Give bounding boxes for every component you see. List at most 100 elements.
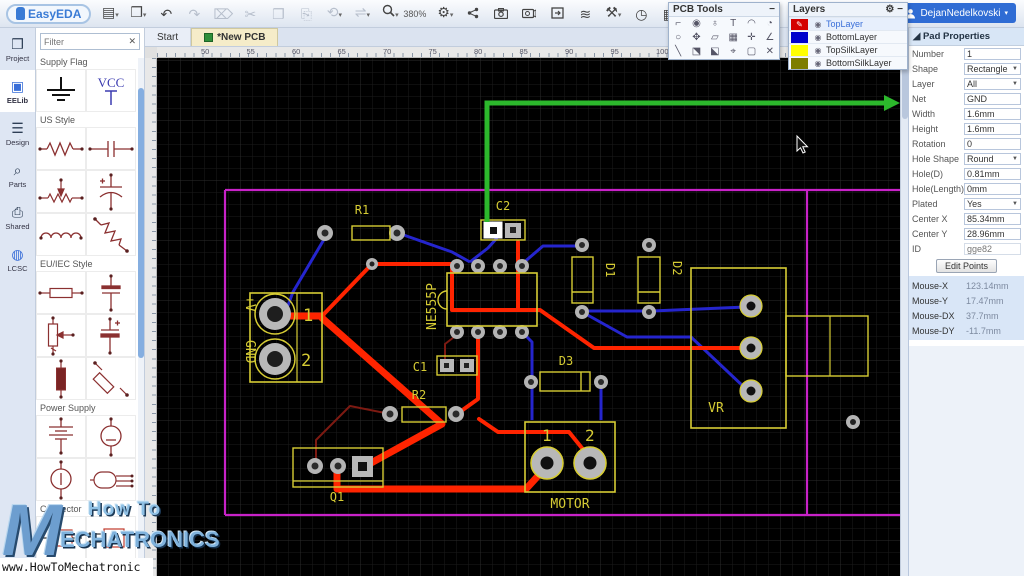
sidebar-item-shared[interactable]: ⎙Shared: [0, 196, 35, 238]
parts-scrollbar-thumb[interactable]: [138, 88, 144, 358]
tab-start[interactable]: Start: [145, 28, 191, 46]
layer-row-bottomsilk[interactable]: ◉ BottomSilkLayer: [789, 56, 907, 69]
width-input[interactable]: 1.6mm: [964, 108, 1021, 120]
layers-settings-icon[interactable]: ⚙: [885, 4, 894, 15]
symbol-battery[interactable]: [36, 415, 86, 458]
dimension-tool-icon[interactable]: ∠: [761, 31, 779, 45]
copper-area-tool-icon[interactable]: ⬔: [687, 45, 705, 59]
image-tool-icon[interactable]: ▦: [724, 31, 742, 45]
center-x-input[interactable]: 85.34mm: [964, 213, 1021, 225]
symbol-us-polarized-cap[interactable]: [86, 170, 136, 213]
eye-icon[interactable]: ◉: [810, 20, 826, 29]
tab-new-pcb[interactable]: *New PCB: [191, 28, 278, 46]
plated-select[interactable]: Yes▼: [964, 198, 1021, 210]
menu-icon[interactable]: ▤▾: [101, 0, 119, 29]
delete-icon[interactable]: ⌦: [213, 1, 231, 27]
pad-properties-header[interactable]: ◢ Pad Properties: [909, 28, 1024, 46]
redo-icon[interactable]: ↷: [185, 1, 203, 27]
snapshot-icon[interactable]: [492, 1, 510, 27]
origin-tool-icon[interactable]: ✛: [742, 31, 760, 45]
symbol-connector-pin[interactable]: 1: [36, 516, 86, 559]
layer-color-swatch[interactable]: [791, 58, 808, 69]
layer-row-topsilk[interactable]: ◉ TopSilkLayer: [789, 43, 907, 56]
filter-input[interactable]: [44, 37, 124, 47]
net-input[interactable]: GND: [964, 93, 1021, 105]
copy-icon[interactable]: ❐: [269, 1, 287, 27]
edit-points-button[interactable]: Edit Points: [936, 259, 997, 273]
symbol-vcc-flag[interactable]: VCC: [86, 69, 136, 112]
hole-shape-select[interactable]: Round▼: [964, 153, 1021, 165]
rotation-input[interactable]: 0: [964, 138, 1021, 150]
zoom-icon[interactable]: ▾: [381, 0, 399, 29]
center-y-input[interactable]: 28.96mm: [964, 228, 1021, 240]
share-icon[interactable]: [464, 1, 482, 27]
hole-tool-icon[interactable]: ⌖: [724, 45, 742, 59]
line-tool-icon[interactable]: ╲: [669, 45, 687, 59]
minimize-icon[interactable]: −: [769, 4, 775, 15]
number-input[interactable]: 1: [964, 48, 1021, 60]
tools-icon[interactable]: ⚒▾: [604, 0, 622, 29]
history-icon[interactable]: ◷: [632, 1, 650, 27]
open-folder-icon[interactable]: ❒▾: [129, 0, 147, 29]
eye-icon[interactable]: ◉: [810, 33, 826, 42]
symbol-eu-resistor-vertical[interactable]: [36, 357, 86, 400]
arc-tool-icon[interactable]: ◠: [742, 17, 760, 31]
sidebar-item-design[interactable]: ☰Design: [0, 112, 35, 154]
symbol-us-inductor[interactable]: [36, 213, 86, 256]
cut-icon[interactable]: ✂: [241, 1, 259, 27]
minimize-icon[interactable]: −: [897, 4, 903, 15]
layers-titlebar[interactable]: Layers⚙ −: [789, 3, 907, 17]
sidebar-item-parts[interactable]: ⌕Parts: [0, 154, 35, 196]
pcb-canvas[interactable]: +V GND 1 2 R1 C2: [157, 58, 900, 576]
canvas-scrollbar[interactable]: [900, 47, 908, 576]
symbol-us-potentiometer[interactable]: [36, 170, 86, 213]
symbol-us-resistor[interactable]: [36, 127, 86, 170]
sidebar-item-project[interactable]: ❒Project: [0, 28, 35, 70]
route-icon[interactable]: ≋: [576, 1, 594, 27]
symbol-eu-polarized-cap[interactable]: [86, 314, 136, 357]
symbol-connector-2[interactable]: [86, 516, 136, 559]
sidebar-item-lcsc[interactable]: ◍LCSC: [0, 238, 35, 280]
eye-icon[interactable]: ◉: [810, 46, 826, 55]
layer-color-swatch[interactable]: [791, 45, 808, 56]
symbol-regulator[interactable]: [86, 458, 136, 501]
pcb-tools-titlebar[interactable]: PCB Tools−: [669, 3, 779, 17]
clear-filter-icon[interactable]: ✕: [128, 36, 136, 47]
symbol-gnd-flag[interactable]: [36, 69, 86, 112]
undo-icon[interactable]: ↶: [157, 1, 175, 27]
height-input[interactable]: 1.6mm: [964, 123, 1021, 135]
layer-color-swatch[interactable]: ✎: [791, 19, 808, 30]
circle-tool-icon[interactable]: ○: [669, 31, 687, 45]
symbol-eu-rheostat[interactable]: [86, 357, 136, 400]
layer-select[interactable]: All▼: [964, 78, 1021, 90]
move-tool-icon[interactable]: ✥: [687, 31, 705, 45]
hole-d-input[interactable]: 0.81mm: [964, 168, 1021, 180]
mirror-icon[interactable]: ⇌▾: [353, 0, 371, 29]
rotate-icon[interactable]: ⟲▾: [325, 0, 343, 29]
photo-icon[interactable]: [520, 1, 538, 27]
rect-tool-icon[interactable]: ▢: [742, 45, 760, 59]
eye-icon[interactable]: ◉: [810, 59, 826, 68]
symbol-current-source[interactable]: [36, 458, 86, 501]
shape-select[interactable]: Rectangle▼: [964, 63, 1021, 75]
user-button[interactable]: DejanNedelkovski ▾: [897, 3, 1016, 23]
circle-arc-tool-icon[interactable]: ◔: [761, 17, 779, 31]
layer-color-swatch[interactable]: [791, 32, 808, 43]
paste-icon[interactable]: ⎘: [297, 1, 315, 27]
connect-pad-tool-icon[interactable]: ✕: [761, 45, 779, 59]
layer-row-top[interactable]: ✎ ◉ TopLayer: [789, 17, 907, 30]
track-tool-icon[interactable]: ⌐: [669, 17, 687, 31]
symbol-us-capacitor[interactable]: [86, 127, 136, 170]
via-tool-icon[interactable]: ♁: [706, 17, 724, 31]
sidebar-item-eelib[interactable]: ▣EELib: [0, 70, 35, 112]
symbol-eu-potentiometer[interactable]: [36, 314, 86, 357]
solid-region-tool-icon[interactable]: ⬕: [706, 45, 724, 59]
settings-icon[interactable]: ⚙▾: [436, 0, 454, 29]
pad-tool-icon[interactable]: ◉: [687, 17, 705, 31]
import-icon[interactable]: [548, 1, 566, 27]
layer-row-bottom[interactable]: ◉ BottomLayer: [789, 30, 907, 43]
text-tool-icon[interactable]: T: [724, 17, 742, 31]
keepout-region-tool-icon[interactable]: ▱: [706, 31, 724, 45]
symbol-eu-capacitor[interactable]: [86, 271, 136, 314]
parts-scrollbar[interactable]: [138, 58, 144, 576]
